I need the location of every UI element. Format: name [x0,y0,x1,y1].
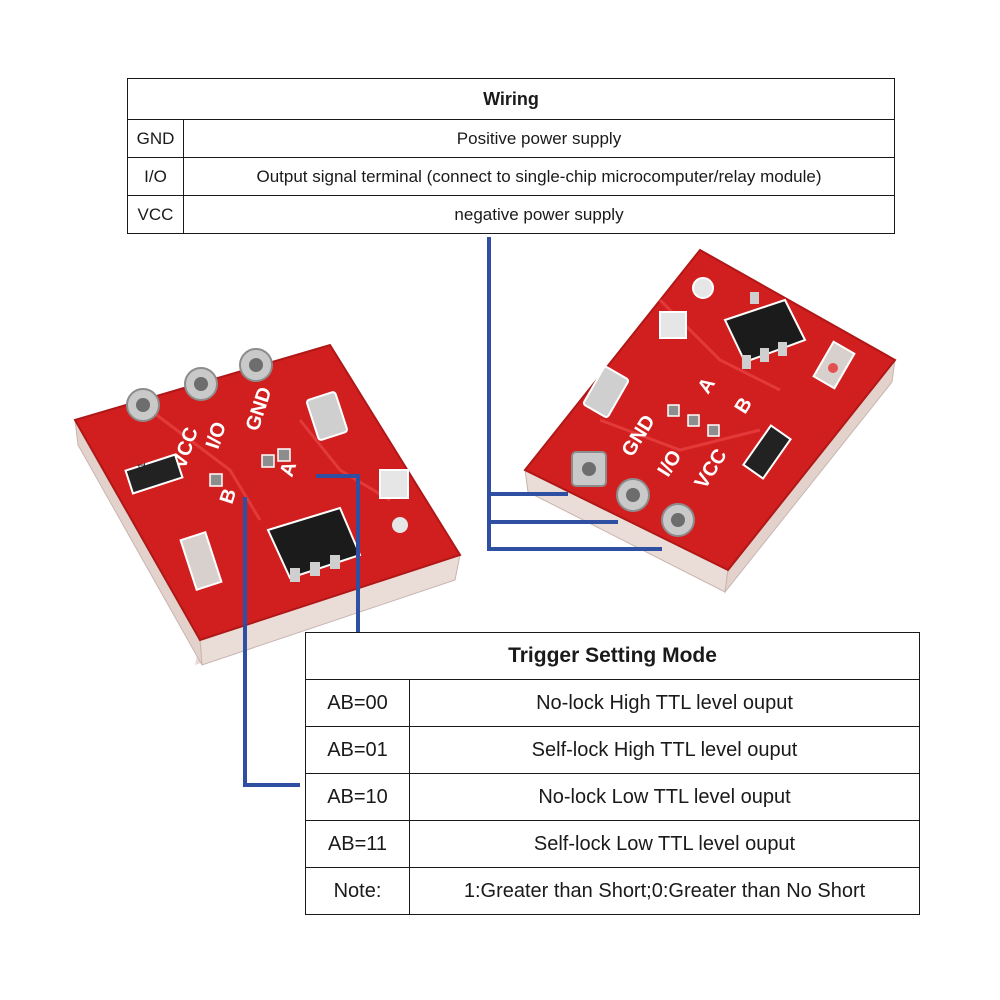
wiring-pin: I/O [127,157,184,196]
trigger-code: AB=01 [305,726,410,774]
trigger-connector-a [316,474,360,632]
left-resistor-code: B21 [137,462,149,482]
trigger-table-title: Trigger Setting Mode [305,632,920,680]
right-pcb-board: GND I/O VCC A B B21 [523,248,897,594]
wiring-connector-line [487,237,662,551]
trigger-desc: No-lock High TTL level ouput [409,679,920,727]
trigger-desc: Self-lock High TTL level ouput [409,726,920,774]
trigger-row: AB=10 No-lock Low TTL level ouput [305,773,920,821]
left-label-a: A [276,459,301,480]
wiring-row: VCC negative power supply [127,195,895,234]
trigger-code: AB=11 [305,820,410,868]
trigger-note-label: Note: [305,867,410,915]
wiring-pin: VCC [127,195,184,234]
wiring-table-title: Wiring [127,78,895,120]
right-resistor: B21 [742,424,792,480]
wiring-table: Wiring GND Positive power supply I/O Out… [127,78,895,234]
connector-lines [243,237,662,787]
trigger-row: AB=00 No-lock High TTL level ouput [305,679,920,727]
wiring-desc: Positive power supply [183,119,895,158]
trigger-code: AB=10 [305,773,410,821]
left-pin-holes [126,348,273,422]
trigger-row: AB=11 Self-lock Low TTL level ouput [305,820,920,868]
wiring-row: I/O Output signal terminal (connect to s… [127,157,895,196]
trigger-code: AB=00 [305,679,410,727]
trigger-desc: No-lock Low TTL level ouput [409,773,920,821]
wiring-desc: Output signal terminal (connect to singl… [183,157,895,196]
trigger-connector-b [243,497,300,787]
wiring-pin: GND [127,119,184,158]
left-resistor: B21 [124,453,184,495]
right-pin-holes [571,451,695,537]
right-ic-chip [723,292,807,369]
trigger-row: AB=01 Self-lock High TTL level ouput [305,726,920,774]
left-pcb-board: GND I/O VCC A B B21 [73,343,462,666]
trigger-note-desc: 1:Greater than Short;0:Greater than No S… [409,867,920,915]
wiring-desc: negative power supply [183,195,895,234]
left-label-b: B [216,486,241,507]
trigger-setting-table: Trigger Setting Mode AB=00 No-lock High … [305,632,920,915]
trigger-desc: Self-lock Low TTL level ouput [409,820,920,868]
trigger-note-row: Note: 1:Greater than Short;0:Greater tha… [305,867,920,915]
wiring-row: GND Positive power supply [127,119,895,158]
